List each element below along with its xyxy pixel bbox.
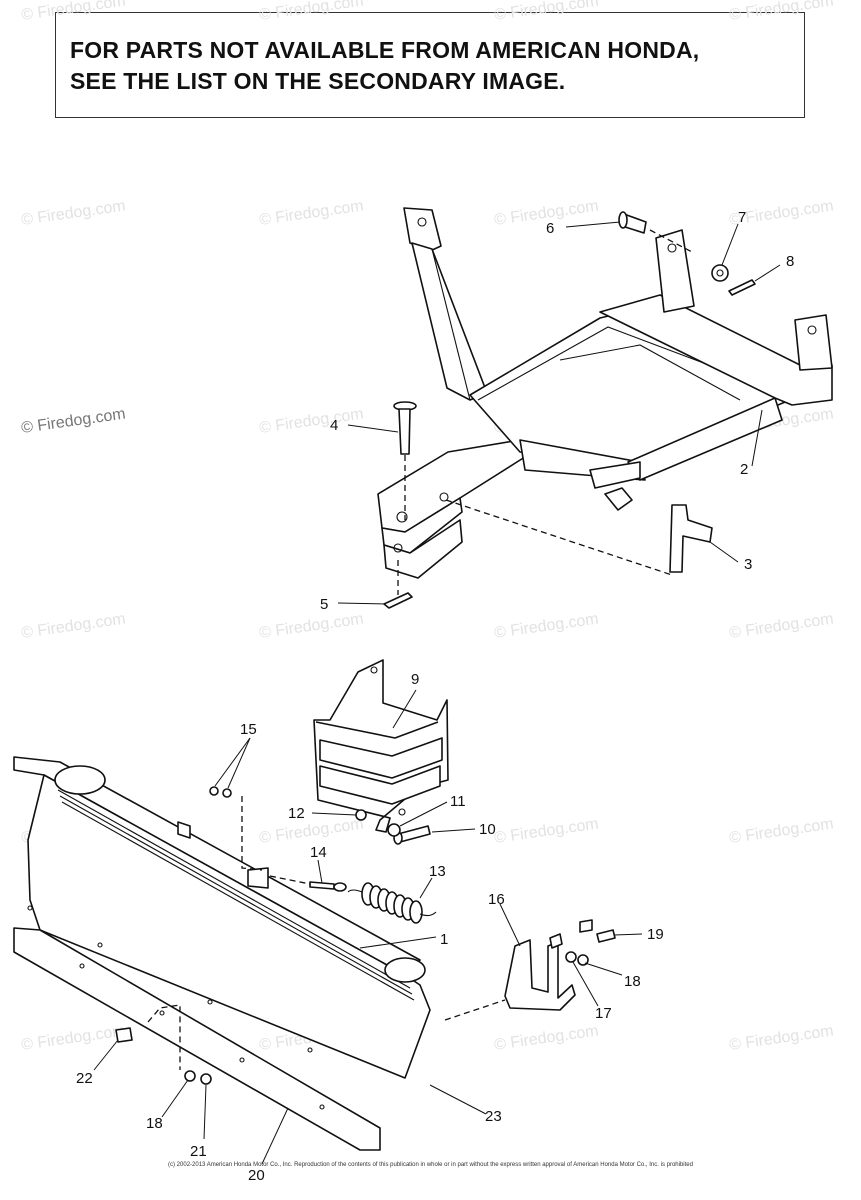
callout-23: 23	[485, 1108, 502, 1125]
watermark: © Firedog.com	[493, 0, 599, 24]
callout-7: 7	[738, 209, 746, 226]
bolt-22	[115, 1027, 133, 1043]
assembly-line	[649, 229, 693, 253]
watermark: © Firedog.com	[258, 0, 364, 24]
callout-2: 2	[740, 461, 748, 478]
callout-11: 11	[450, 793, 466, 810]
callout-14: 14	[310, 844, 327, 861]
washer-7	[711, 264, 729, 282]
callout-13: 13	[429, 863, 446, 880]
leader-lines	[93, 221, 781, 1165]
nut-18	[549, 933, 563, 949]
assembly-line	[444, 999, 506, 1021]
callout-9: 9	[411, 671, 419, 688]
callout-1: 1	[440, 931, 448, 948]
callout-5: 5	[320, 596, 328, 613]
watermark: © Firedog.com	[258, 610, 364, 641]
callout-18: 18	[146, 1115, 163, 1132]
pin-6	[618, 211, 647, 234]
nut-15	[222, 788, 232, 798]
watermark: © Firedog.com	[20, 197, 126, 228]
nut-18	[184, 1070, 196, 1082]
mount-bracket-9	[313, 659, 449, 833]
callout-3: 3	[744, 556, 752, 573]
cotter-pin-5	[383, 592, 413, 609]
watermark: © Firedog.com	[728, 0, 834, 24]
cutting-edge-20	[13, 927, 381, 1151]
washer-11	[387, 823, 401, 837]
notice-line-1: FOR PARTS NOT AVAILABLE FROM AMERICAN HO…	[70, 37, 700, 63]
parts-notice-box: FOR PARTS NOT AVAILABLE FROM AMERICAN HO…	[55, 12, 805, 118]
assembly-line	[445, 499, 673, 576]
watermark: © Firedog.com	[258, 815, 364, 846]
watermark: © Firedog.com	[258, 405, 364, 436]
bent-pin-3	[669, 504, 713, 573]
callout-20: 20	[248, 1167, 265, 1184]
nut-15	[209, 786, 219, 796]
washer-17	[565, 951, 577, 963]
callout-12: 12	[288, 805, 305, 822]
watermark: © Firedog.com	[728, 1022, 834, 1053]
nut-12	[355, 809, 367, 821]
pin-4	[393, 401, 417, 455]
washer-21	[200, 1073, 212, 1085]
callout-19: 19	[647, 926, 664, 943]
callout-8: 8	[786, 253, 794, 270]
callout-10: 10	[479, 821, 496, 838]
watermark: © Firedog.com	[20, 0, 126, 24]
callout-22: 22	[76, 1070, 93, 1087]
cotter-pin-8	[728, 279, 756, 296]
watermark: © Firedog.com	[493, 1022, 599, 1053]
callout-17: 17	[595, 1005, 612, 1022]
callout-16: 16	[488, 891, 505, 908]
watermark: © Firedog.com	[728, 815, 834, 846]
assembly-line	[269, 875, 311, 885]
callout-18: 18	[624, 973, 641, 990]
callout-15: 15	[240, 721, 257, 738]
callout-labels: 1 2 3 4 5 6 7 8 9 10 11 12 13 14 15 16 1…	[76, 209, 794, 1184]
eyebolt-14	[309, 881, 335, 890]
plow-blade-1	[13, 756, 431, 1079]
nut-18	[579, 919, 593, 933]
callout-4: 4	[330, 417, 338, 434]
notice-line-2: SEE THE LIST ON THE SECONDARY IMAGE.	[70, 68, 566, 94]
watermark: © Firedog.com	[20, 610, 126, 641]
assembly-line	[241, 796, 263, 871]
assembly-line	[147, 1004, 181, 1070]
callout-6: 6	[546, 220, 554, 237]
bolt-10	[397, 825, 431, 843]
skid-bracket-16	[504, 939, 576, 1011]
nut-18	[577, 954, 589, 966]
copyright-notice: (c) 2002-2013 American Honda Motor Co., …	[168, 1162, 693, 1168]
watermark: © Firedog.com	[493, 815, 599, 846]
watermark: © Firedog.com	[20, 405, 126, 436]
mount-frame	[377, 207, 833, 579]
spring-13	[347, 882, 437, 924]
watermark: © Firedog.com	[258, 197, 364, 228]
callout-21: 21	[190, 1143, 207, 1160]
watermark: © Firedog.com	[493, 610, 599, 641]
watermark: © Firedog.com	[728, 610, 834, 641]
bolt-19	[596, 929, 616, 943]
